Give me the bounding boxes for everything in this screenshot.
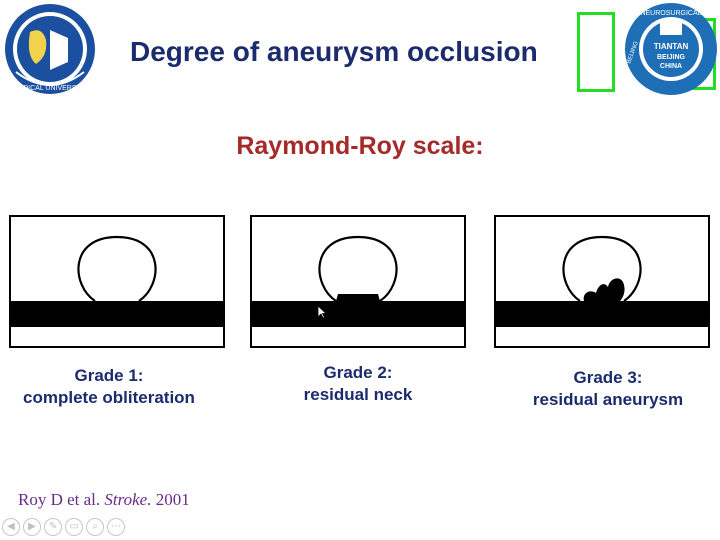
institute-logo-text-1: TIANTAN: [654, 42, 689, 51]
mouse-cursor-icon: [317, 305, 328, 319]
slides-icon: ▭: [69, 521, 79, 532]
grade-1-caption: Grade 1: complete obliteration: [9, 365, 209, 409]
left-arrow-icon: ◀: [7, 521, 15, 532]
highlight-box-1: [577, 12, 615, 92]
university-logo: MEDICAL UNIVERSITY: [2, 2, 98, 96]
institute-logo-text-2: BEIJING: [657, 54, 686, 61]
citation: Roy D et al. Stroke. 2001: [18, 490, 190, 510]
slideshow-controls: ◀ ▶ ✎ ▭ ⌕ ⋯: [2, 518, 125, 538]
zoom-icon: ⌕: [92, 521, 98, 532]
grade-2-diagram: [250, 215, 466, 353]
grade-2-label: Grade 2:: [323, 363, 393, 382]
citation-year: 2001: [151, 490, 190, 509]
pen-tool-button[interactable]: ✎: [44, 518, 62, 536]
zoom-button[interactable]: ⌕: [86, 518, 104, 536]
institute-logo-text-3: CHINA: [660, 63, 682, 70]
university-logo-text: MEDICAL UNIVERSITY: [13, 85, 88, 92]
grade-3-diagram: [494, 215, 710, 353]
scale-heading: Raymond-Roy scale:: [236, 132, 484, 160]
grade-1-description: complete obliteration: [23, 388, 195, 407]
more-icon: ⋯: [111, 521, 121, 532]
see-all-slides-button[interactable]: ▭: [65, 518, 83, 536]
citation-authors: Roy D et al.: [18, 490, 105, 509]
grade-1-diagram: [9, 215, 225, 353]
pen-icon: ✎: [48, 521, 58, 532]
next-slide-button[interactable]: ▶: [23, 518, 41, 536]
institute-logo-arc-top: NEUROSURGICAL: [640, 10, 701, 17]
previous-slide-button[interactable]: ◀: [2, 518, 20, 536]
more-options-button[interactable]: ⋯: [107, 518, 125, 536]
grade-2-description: residual neck: [303, 385, 413, 404]
grade-2-caption: Grade 2: residual neck: [250, 362, 466, 406]
citation-journal: Stroke.: [104, 490, 152, 509]
grade-3-caption: Grade 3: residual aneurysm: [500, 367, 716, 411]
grade-3-description: residual aneurysm: [532, 390, 684, 409]
right-arrow-icon: ▶: [28, 521, 36, 532]
grade-1-label: Grade 1:: [74, 366, 144, 385]
institute-logo: NEUROSURGICAL BEIJING TIANTAN BEIJING CH…: [622, 1, 720, 97]
grade-3-label: Grade 3:: [573, 368, 643, 387]
slide-title: Degree of aneurysm occlusion: [130, 36, 538, 67]
